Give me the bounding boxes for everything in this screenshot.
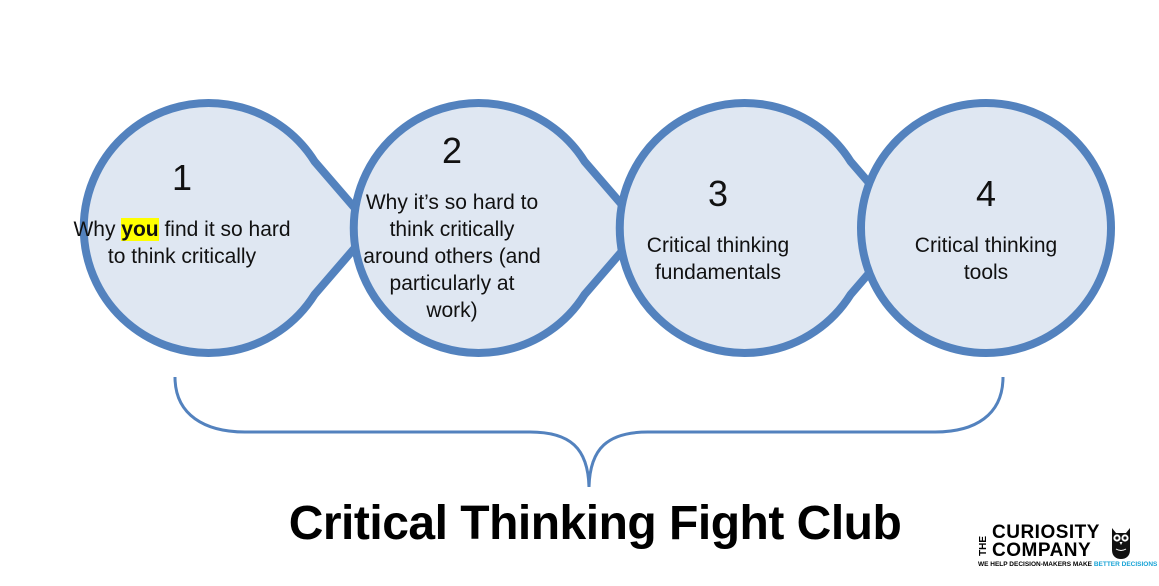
owl-icon	[1112, 528, 1130, 559]
step-shape-2	[349, 99, 648, 357]
step-shape-4	[857, 99, 1115, 357]
step-label: Why it’s so hard to think critically aro…	[363, 191, 541, 322]
step-4: 4 Critical thinking tools	[871, 174, 1101, 286]
step-number: 2	[441, 130, 463, 171]
step-label: Why you find it so hard to think critica…	[73, 218, 291, 268]
step-number: 3	[707, 173, 729, 214]
step-label: Critical thinking fundamentals	[646, 234, 790, 284]
logo-tagline: WE HELP DECISION-MAKERS MAKE BETTER DECI…	[978, 561, 1158, 568]
step-shape-3	[615, 99, 914, 357]
grouping-brace	[173, 376, 1005, 488]
step-shape-1	[79, 99, 378, 357]
step-1: 1 Why you find it so hard to think criti…	[67, 158, 297, 270]
logo-line-1: CURIOSITY	[992, 522, 1100, 543]
diagram-title: Critical Thinking Fight Club	[288, 497, 902, 550]
step-number: 1	[171, 157, 193, 198]
highlighted-word: you	[121, 218, 159, 241]
company-logo: THE CURIOSITY COMPANY WE HELP DECISION-M…	[978, 522, 1157, 570]
step-2: 2 Why it’s so hard to think critically a…	[337, 131, 567, 324]
step-3: 3 Critical thinking fundamentals	[603, 174, 833, 286]
step-number: 4	[975, 173, 997, 214]
logo-line-2: COMPANY	[992, 540, 1092, 561]
step-label: Critical thinking tools	[914, 234, 1058, 284]
